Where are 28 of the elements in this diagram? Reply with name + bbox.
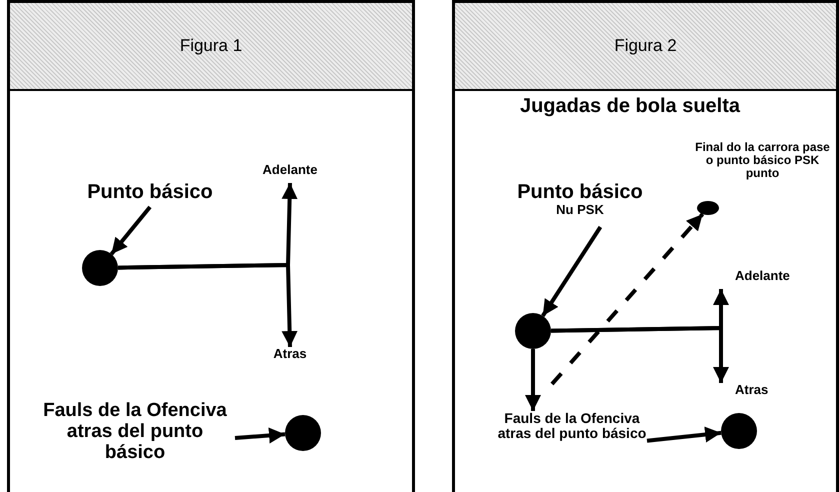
panel-title: Figura 1 xyxy=(10,3,412,91)
label-text: Adelante xyxy=(250,163,330,183)
label-text: Punto básico xyxy=(65,181,235,207)
leader-arrow xyxy=(110,206,152,256)
dashed-arrow xyxy=(550,212,704,386)
sub-label: Nu PSK xyxy=(555,203,605,218)
label-text: Adelante xyxy=(717,269,802,289)
leader-arrow xyxy=(234,428,286,444)
label-text: Final do la carrora pase o punto básico PSK punto xyxy=(695,141,830,193)
player-dot xyxy=(721,413,757,449)
player-dot xyxy=(697,201,719,215)
panel-subtitle: Jugadas de bola suelta xyxy=(518,95,742,118)
player-dot xyxy=(515,313,551,349)
leader-arrow xyxy=(541,226,602,317)
label-text: Fauls de la Ofenciva atras del punto básico xyxy=(35,401,235,475)
arrow xyxy=(118,262,298,348)
arrow xyxy=(525,349,541,411)
label-text: Atras xyxy=(717,383,787,403)
label-text: Punto básico xyxy=(516,181,644,203)
panel-title: Figura 2 xyxy=(455,3,836,91)
player-dot xyxy=(285,415,321,451)
leader-arrow xyxy=(646,426,722,443)
arrow xyxy=(550,326,729,383)
figure-panel xyxy=(452,0,839,492)
player-dot xyxy=(82,250,118,286)
figure-panel xyxy=(7,0,415,492)
label-text: Atras xyxy=(260,347,320,367)
label-text: Fauls de la Ofenciva atras del punto básico xyxy=(497,411,647,477)
